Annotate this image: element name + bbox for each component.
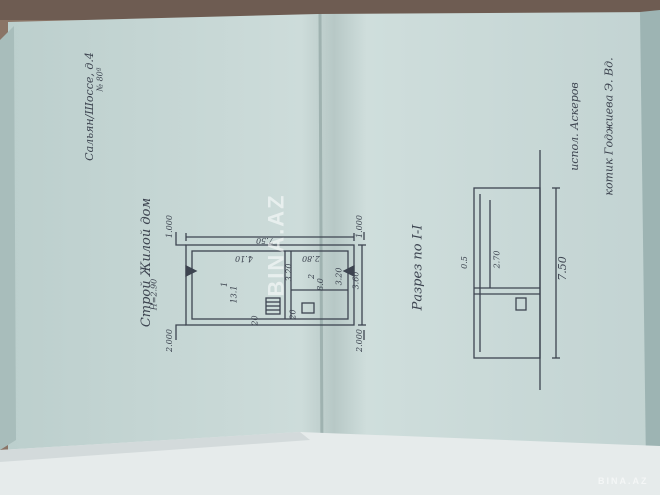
watermark: BINA.AZ <box>263 193 289 297</box>
section-height: 2.70 <box>492 250 502 269</box>
dim-top-room2: 2.80 <box>302 254 320 263</box>
axis-c: 2.000 <box>164 329 174 352</box>
dim-side-3: 3.60 <box>351 271 361 290</box>
room1-number: 1 <box>220 281 230 288</box>
room1-area: 13.1 <box>229 285 239 304</box>
section-title: Разрез по I-I <box>410 224 426 311</box>
axis-b: 1.000 <box>354 215 364 238</box>
dim-bottom: 20 <box>250 315 260 326</box>
axis-a: 1.000 <box>164 215 174 238</box>
signature-line-1: испол. Аскеров <box>567 82 581 171</box>
section-length: 7.50 <box>555 256 569 281</box>
room2-area: 8.0 <box>315 278 325 291</box>
room2-number: 2 <box>307 273 317 280</box>
floor-plan <box>175 232 366 340</box>
address-line: Сальян/Шоссе, д.4 <box>82 52 96 161</box>
dim-side-2: 3.20 <box>334 267 344 286</box>
section-side: 0.5 <box>459 256 469 269</box>
dim-bottom-2: 20 <box>288 309 298 320</box>
address-number: № 80ª <box>95 67 105 92</box>
watermark-corner: BINA.AZ <box>598 476 649 486</box>
section-drawing <box>473 150 560 390</box>
paper-sheet <box>8 12 660 470</box>
signature-line-2: котик Годжиева Э. Вд. <box>602 57 616 196</box>
height-note: Н=2.90 <box>149 278 159 311</box>
dim-top-room: 4.10 <box>235 254 253 263</box>
axis-d: 2.000 <box>354 329 364 352</box>
